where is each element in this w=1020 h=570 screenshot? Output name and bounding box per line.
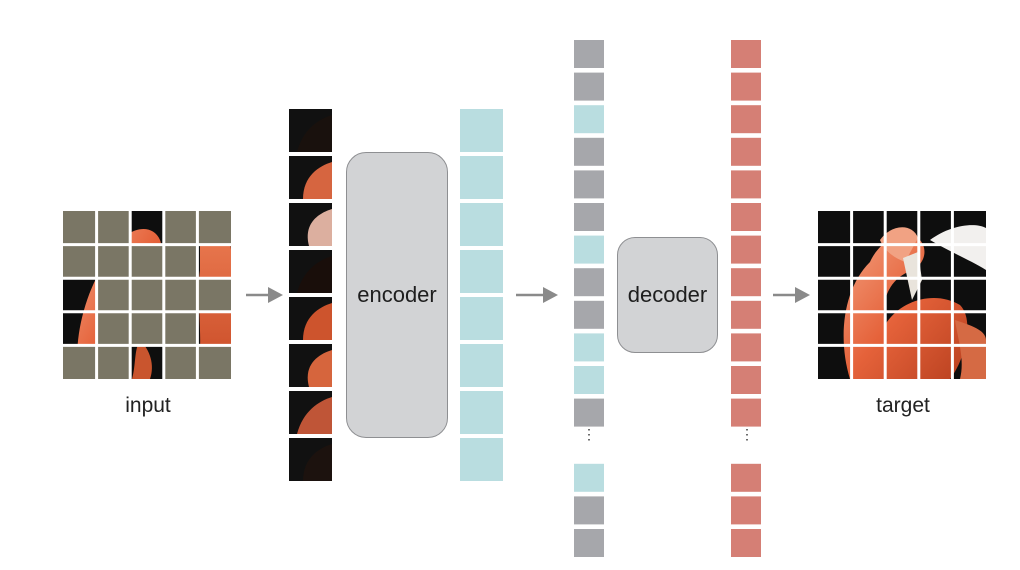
encoded-token bbox=[574, 105, 604, 134]
predicted-token bbox=[731, 268, 761, 297]
mask-token bbox=[574, 137, 604, 166]
predicted-token bbox=[731, 398, 761, 427]
predicted-token bbox=[731, 235, 761, 264]
predicted-token bbox=[731, 105, 761, 134]
predicted-token bbox=[731, 137, 761, 166]
predicted-token bbox=[731, 203, 761, 231]
visible-patch bbox=[289, 297, 332, 340]
encoded-token bbox=[460, 250, 503, 293]
predicted-ellipsis: ⋮ bbox=[740, 426, 754, 442]
masked-patch bbox=[96, 244, 131, 279]
encoder-box: encoder bbox=[346, 152, 448, 438]
sequence-ellipsis: ⋮ bbox=[582, 426, 596, 442]
token-sequence-column bbox=[574, 40, 604, 557]
encoded-tokens-column bbox=[460, 109, 503, 481]
masked-patch bbox=[96, 345, 131, 379]
masked-patch bbox=[197, 211, 231, 245]
predicted-token bbox=[731, 463, 761, 492]
mask-token bbox=[574, 40, 604, 68]
predicted-token bbox=[731, 170, 761, 199]
predicted-token bbox=[731, 40, 761, 68]
mask-token bbox=[574, 203, 604, 231]
masked-patch bbox=[63, 211, 97, 245]
decoder-box: decoder bbox=[617, 237, 718, 353]
input-image bbox=[63, 211, 231, 379]
masked-patch bbox=[163, 211, 198, 245]
visible-patches-column bbox=[289, 109, 332, 481]
target-image bbox=[818, 211, 986, 379]
masked-patch bbox=[197, 345, 231, 379]
masked-patch bbox=[96, 211, 131, 245]
target-label: target bbox=[876, 394, 930, 417]
masked-patch bbox=[163, 345, 198, 379]
masked-patch bbox=[63, 345, 97, 379]
masked-patch bbox=[63, 244, 97, 279]
visible-patch bbox=[289, 438, 332, 481]
visible-patch bbox=[289, 109, 332, 152]
predicted-token bbox=[731, 366, 761, 394]
masked-patch bbox=[163, 311, 198, 346]
encoded-token bbox=[460, 109, 503, 152]
masked-patch bbox=[96, 311, 131, 346]
predicted-token bbox=[731, 496, 761, 525]
encoder-label: encoder bbox=[357, 282, 437, 307]
masked-patch bbox=[163, 278, 198, 312]
masked-patch bbox=[130, 311, 164, 346]
mask-token bbox=[574, 72, 604, 101]
mask-token bbox=[574, 496, 604, 525]
encoded-token bbox=[574, 463, 604, 492]
encoded-token bbox=[574, 333, 604, 362]
encoded-token bbox=[460, 297, 503, 340]
visible-patch bbox=[289, 250, 332, 293]
arrow-input-to-patches bbox=[246, 287, 283, 303]
visible-patch bbox=[289, 391, 332, 434]
masked-patch bbox=[197, 278, 231, 312]
masked-patch bbox=[130, 278, 164, 312]
visible-patch bbox=[289, 156, 332, 199]
encoded-token bbox=[460, 344, 503, 387]
masked-patch bbox=[130, 244, 164, 279]
encoded-token bbox=[574, 235, 604, 264]
mask-token bbox=[574, 300, 604, 329]
encoded-token bbox=[574, 366, 604, 394]
encoded-token bbox=[460, 391, 503, 434]
visible-patch bbox=[289, 344, 332, 387]
encoded-token bbox=[460, 438, 503, 481]
mask-token bbox=[574, 529, 604, 557]
predicted-token bbox=[731, 529, 761, 557]
masked-patch bbox=[96, 278, 131, 312]
mask-token bbox=[574, 398, 604, 427]
input-label: input bbox=[125, 394, 171, 417]
encoded-token bbox=[460, 203, 503, 246]
decoder-label: decoder bbox=[627, 282, 708, 307]
mask-token bbox=[574, 170, 604, 199]
visible-patch bbox=[289, 203, 332, 246]
encoded-token bbox=[460, 156, 503, 199]
predicted-tokens-column bbox=[731, 40, 761, 557]
predicted-token bbox=[731, 72, 761, 101]
masked-patch bbox=[163, 244, 198, 279]
mask-token bbox=[574, 268, 604, 297]
predicted-token bbox=[731, 333, 761, 362]
predicted-token bbox=[731, 300, 761, 329]
arrow-predicted-to-target bbox=[773, 287, 810, 303]
arrow-encoder-to-sequence bbox=[516, 287, 558, 303]
